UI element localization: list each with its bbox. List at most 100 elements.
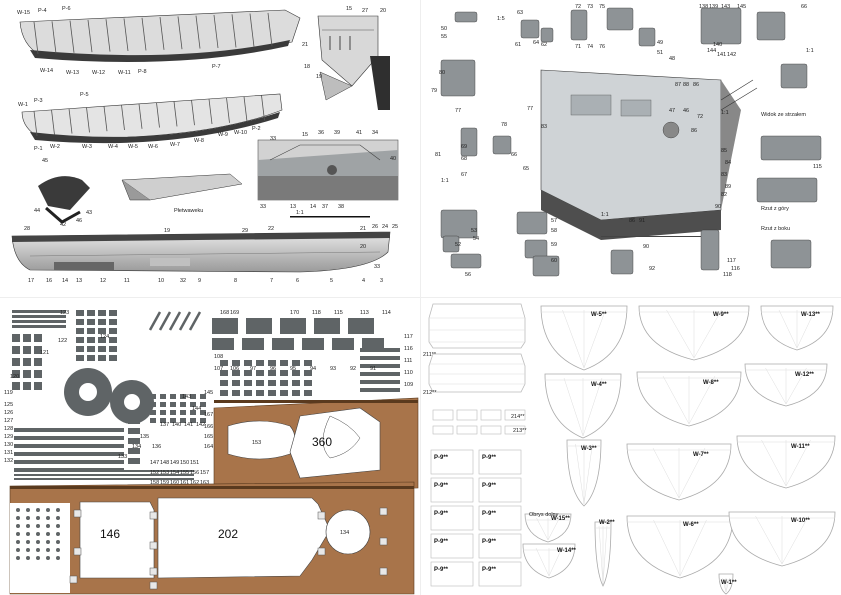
- hull-rib: [86, 107, 90, 133]
- part-number: 170: [290, 310, 299, 316]
- part-number: 167: [204, 412, 213, 418]
- grey-part: [87, 346, 95, 352]
- grey-part: [76, 337, 84, 343]
- grey-part: [109, 310, 117, 316]
- svg-text:W-13: W-13: [66, 70, 79, 76]
- hull-rib: [261, 95, 265, 121]
- plate-template: [478, 533, 522, 559]
- part-number: 137: [160, 422, 169, 428]
- hull-skeleton-middle: W-1 P-3 P-5 P-1 W-2 W-3 W-4 W-5 W-6 W-7 …: [18, 92, 283, 152]
- part-number: 74: [587, 44, 593, 50]
- part-number: 120: [10, 374, 19, 380]
- grey-part: [200, 394, 206, 399]
- svg-text:33: 33: [374, 264, 380, 270]
- part-number: 142: [196, 422, 205, 428]
- frame-guide: [778, 309, 798, 349]
- part-number: 139: [709, 4, 718, 10]
- grey-part: [256, 380, 264, 386]
- part-thumbnail: [700, 7, 742, 45]
- part-thumbnail: [770, 239, 812, 269]
- frame-guide: [535, 547, 550, 577]
- grey-part: [232, 380, 240, 386]
- part-number: 126: [4, 410, 13, 416]
- grey-part: [232, 370, 240, 376]
- grey-part: [180, 418, 186, 423]
- grey-part: [242, 338, 264, 350]
- grey-part: [220, 390, 228, 396]
- part-number: 133: [118, 454, 127, 460]
- hull-rib: [213, 14, 219, 49]
- frame-label: W-11**: [791, 444, 810, 450]
- part-number: 51: [657, 50, 663, 56]
- part-number: 151: [190, 460, 199, 466]
- svg-text:W-8: W-8: [194, 138, 204, 144]
- scale-label: 1:1: [296, 210, 304, 216]
- hatch-360: 360: [312, 435, 332, 449]
- grey-dot: [26, 524, 30, 528]
- grey-part: [280, 318, 306, 334]
- frame-label: W-4**: [591, 382, 607, 388]
- svg-text:21: 21: [360, 226, 366, 232]
- part-number: 73: [587, 4, 593, 10]
- strip-label: 211**: [423, 352, 437, 358]
- part-number: 165: [204, 434, 213, 440]
- plate-label: P-9**: [434, 483, 449, 489]
- svg-text:26: 26: [372, 224, 378, 230]
- part-number: 143: [721, 4, 730, 10]
- part-number: 84: [725, 160, 731, 166]
- grey-part: [12, 310, 66, 313]
- part-number: 141: [184, 422, 193, 428]
- part-number: 119: [4, 390, 13, 396]
- grey-part: [34, 334, 42, 342]
- grey-part: [360, 388, 400, 392]
- frame-guide: [761, 439, 787, 487]
- deck-fitting: [69, 575, 78, 584]
- grey-part: [360, 380, 400, 384]
- part-thumbnail: [460, 127, 478, 157]
- deck-fitting: [149, 511, 158, 520]
- grey-part: [98, 346, 106, 352]
- grey-part: [98, 319, 106, 325]
- grey-part: [362, 338, 384, 350]
- grey-part: [109, 337, 117, 343]
- grey-dot: [56, 548, 60, 552]
- hull-rib: [68, 108, 73, 134]
- part-number: 86: [693, 82, 699, 88]
- part-number: 66: [511, 152, 517, 158]
- plate-label: P-9**: [434, 511, 449, 517]
- grey-part: [244, 360, 252, 366]
- strip-template: [432, 425, 454, 435]
- plate-label: P-9**: [482, 483, 497, 489]
- grey-part: [360, 356, 400, 360]
- part-thumbnail: [780, 63, 808, 89]
- grey-dot: [46, 516, 50, 520]
- plate-label: P-9**: [482, 511, 497, 517]
- grey-part: [34, 346, 42, 354]
- part-number: 52: [455, 242, 461, 248]
- svg-text:33: 33: [260, 204, 266, 210]
- grey-part: [268, 360, 276, 366]
- svg-text:W-9: W-9: [218, 132, 228, 138]
- scale-label-2: 1:5: [497, 16, 505, 22]
- svg-text:P-6: P-6: [62, 6, 71, 12]
- deck-fitting: [149, 541, 158, 550]
- grey-part: [200, 418, 206, 423]
- grey-part: [280, 370, 288, 376]
- frame-shapes: W-5**W-9**W-13**W-4**W-8**W-12**W-3**W-7…: [522, 305, 836, 595]
- grey-dot: [26, 556, 30, 560]
- part-thumbnail: [520, 19, 540, 39]
- frame-guide: [548, 547, 563, 577]
- svg-text:39: 39: [334, 130, 340, 136]
- svg-text:W-5: W-5: [128, 144, 138, 150]
- strip-templates: P-9**P-9**P-9**P-9**P-9**P-9**P-9**P-9**…: [423, 303, 527, 587]
- part-number: 145: [204, 390, 213, 396]
- grey-dot: [36, 540, 40, 544]
- frame-guide: [598, 525, 604, 585]
- svg-text:W-10: W-10: [234, 130, 247, 136]
- detail-notes: Widok ze strzałem Rzut z góry Rzut z bok…: [441, 16, 814, 237]
- part-number: 140: [172, 422, 181, 428]
- grey-part: [280, 360, 288, 366]
- grey-dot: [26, 516, 30, 520]
- part-number: 161: [180, 480, 189, 486]
- plate-label: P-9**: [482, 539, 497, 545]
